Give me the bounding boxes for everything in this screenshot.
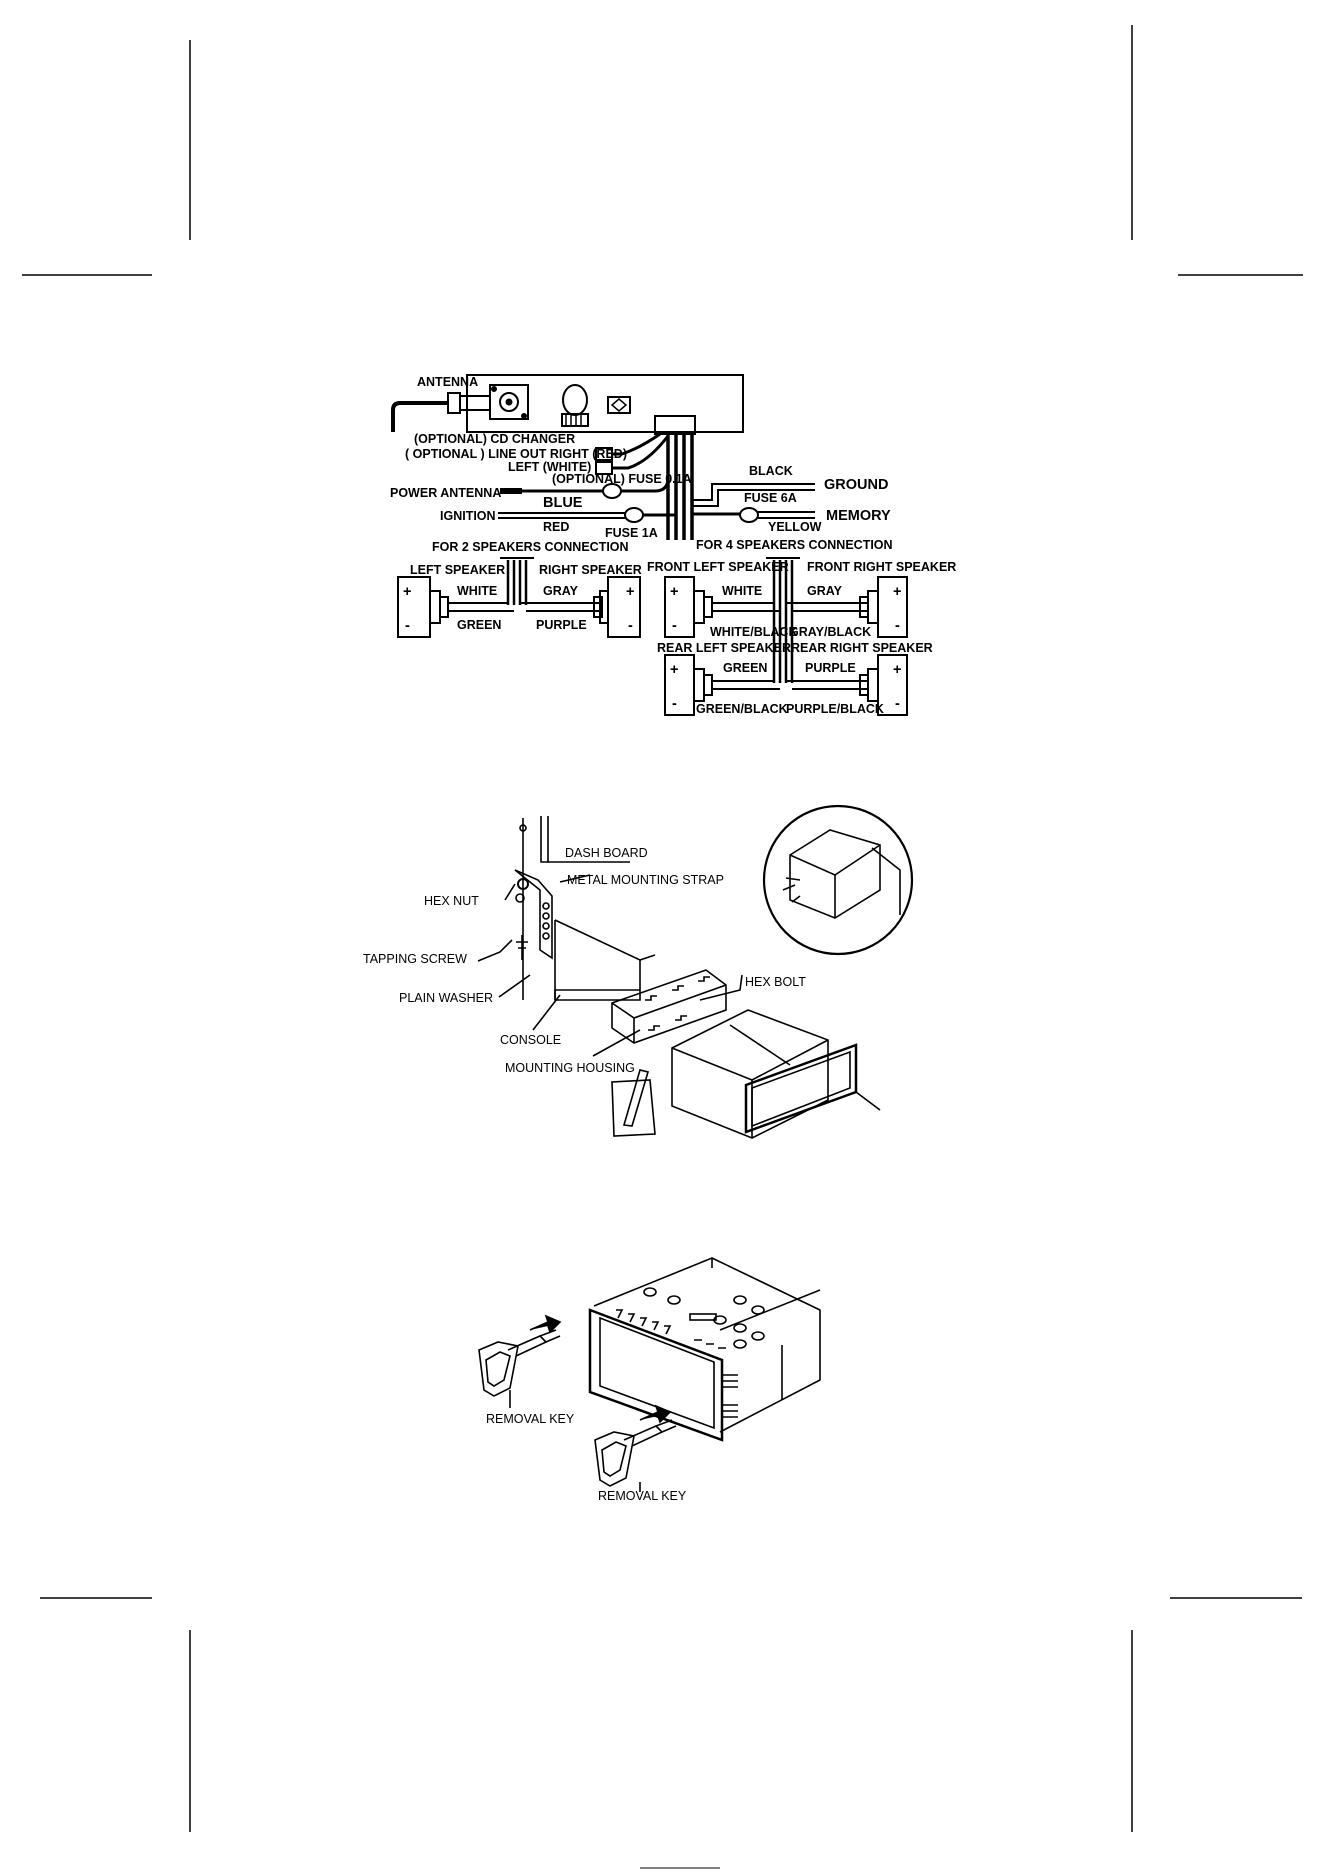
label-removal-key-2: REMOVAL KEY <box>598 1489 687 1503</box>
fl-spk-plus: + <box>670 584 678 600</box>
label-right-speaker: RIGHT SPEAKER <box>539 563 642 577</box>
label-gray-black: GRAY/BLACK <box>789 625 871 639</box>
label-left-speaker: LEFT SPEAKER <box>410 563 505 577</box>
mounting-labels: DASH BOARD METAL MOUNTING STRAP HEX NUT … <box>363 846 806 1075</box>
label-front-right: FRONT RIGHT SPEAKER <box>807 560 956 574</box>
label-cd-changer: (OPTIONAL) CD CHANGER <box>414 432 575 446</box>
head-unit-body <box>466 374 744 433</box>
label-hex-bolt: HEX BOLT <box>745 975 806 989</box>
line-out-rca <box>595 432 670 475</box>
fl-spk-minus: - <box>672 618 677 634</box>
right-speaker-2 <box>593 576 641 638</box>
fr-spk-plus: + <box>893 584 901 600</box>
label-black: BLACK <box>749 464 793 478</box>
label-white-black: WHITE/BLACK <box>710 625 798 639</box>
wiring-diagram <box>391 374 908 716</box>
removal-labels: REMOVAL KEY REMOVAL KEY <box>486 1412 687 1503</box>
ignition-wire <box>498 507 676 523</box>
rear-right-speaker <box>859 654 908 716</box>
label-red: RED <box>543 520 569 534</box>
label-green-4: GREEN <box>723 661 767 675</box>
label-two-speakers: FOR 2 SPEAKERS CONNECTION <box>432 540 629 554</box>
label-antenna: ANTENNA <box>417 375 478 389</box>
label-ignition: IGNITION <box>440 509 496 523</box>
right-spk-minus: - <box>628 618 633 634</box>
cd-changer-socket <box>562 384 588 416</box>
mounting-diagram <box>477 804 914 1139</box>
label-blue: BLUE <box>543 495 583 511</box>
label-hex-nut: HEX NUT <box>424 894 479 908</box>
label-purple-4: PURPLE <box>805 661 856 675</box>
memory-wire <box>692 507 815 523</box>
label-mounting-housing: MOUNTING HOUSING <box>505 1061 635 1075</box>
left-spk-plus: + <box>403 584 411 600</box>
power-antenna-wire <box>500 477 670 499</box>
label-gray-4: GRAY <box>807 584 843 598</box>
rl-spk-minus: - <box>672 696 677 712</box>
label-removal-key-1: REMOVAL KEY <box>486 1412 575 1426</box>
label-dash-board: DASH BOARD <box>565 846 648 860</box>
rr-spk-minus: - <box>895 696 900 712</box>
front-right-speaker <box>859 576 908 638</box>
removal-key-1-icon <box>478 1314 562 1397</box>
label-metal-strap: METAL MOUNTING STRAP <box>567 873 724 887</box>
two-speaker-wiring <box>448 557 602 612</box>
wiring-labels: ANTENNA (OPTIONAL) CD CHANGER ( OPTIONAL… <box>390 375 956 716</box>
label-tapping-screw: TAPPING SCREW <box>363 952 467 966</box>
rear-left-speaker <box>664 654 713 716</box>
label-rear-left: REAR LEFT SPEAKER <box>657 641 791 655</box>
label-line-out-left: LEFT (WHITE) <box>508 460 591 474</box>
removal-diagram <box>478 1257 821 1492</box>
label-purple-black: PURPLE/BLACK <box>786 702 884 716</box>
left-spk-minus: - <box>405 618 410 634</box>
label-green-2: GREEN <box>457 618 501 632</box>
label-fuse-1a: FUSE 1A <box>605 526 658 540</box>
label-console: CONSOLE <box>500 1033 561 1047</box>
front-left-speaker <box>664 576 713 638</box>
rr-spk-plus: + <box>893 662 901 678</box>
label-white-2: WHITE <box>457 584 497 598</box>
harness-bundle <box>666 434 694 540</box>
label-white-4: WHITE <box>722 584 762 598</box>
label-yellow: YELLOW <box>768 520 822 534</box>
rl-spk-plus: + <box>670 662 678 678</box>
label-ground: GROUND <box>824 477 888 493</box>
ground-wire <box>692 483 815 507</box>
left-speaker-2 <box>397 576 449 638</box>
crop-marks <box>22 25 1303 1832</box>
label-four-speakers: FOR 4 SPEAKERS CONNECTION <box>696 538 893 552</box>
label-power-antenna: POWER ANTENNA <box>390 486 501 500</box>
label-plain-washer: PLAIN WASHER <box>399 991 493 1005</box>
removal-key-2-icon <box>594 1404 677 1487</box>
label-memory: MEMORY <box>826 508 891 524</box>
label-rear-right: REAR RIGHT SPEAKER <box>791 641 933 655</box>
label-line-out-right: ( OPTIONAL ) LINE OUT RIGHT (RED) <box>405 447 627 461</box>
label-fuse-6a: FUSE 6A <box>744 491 797 505</box>
label-purple-2: PURPLE <box>536 618 587 632</box>
antenna-socket <box>489 384 529 420</box>
label-green-black: GREEN/BLACK <box>696 702 788 716</box>
label-front-left: FRONT LEFT SPEAKER <box>647 560 789 574</box>
label-fuse-01: (OPTIONAL) FUSE 0.1A <box>552 472 692 486</box>
iso-socket <box>607 396 631 414</box>
fr-spk-minus: - <box>895 618 900 634</box>
four-speaker-wiring <box>712 557 868 690</box>
antenna-plug <box>391 392 491 432</box>
label-gray-2: GRAY <box>543 584 579 598</box>
right-spk-plus: + <box>626 584 634 600</box>
